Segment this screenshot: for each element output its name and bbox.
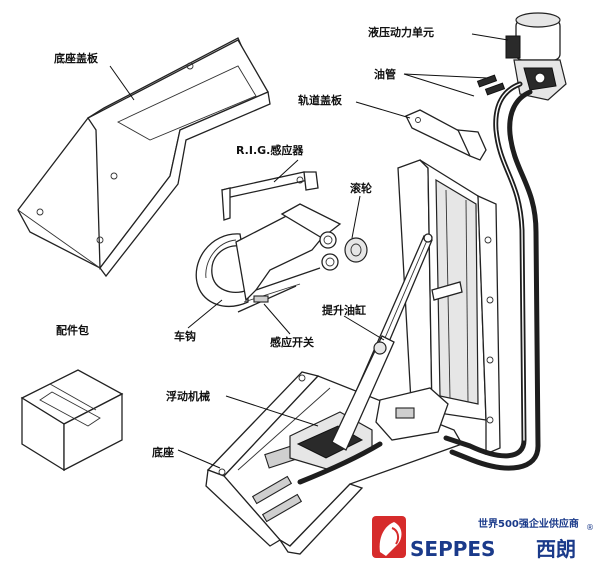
hook-assembly — [195, 203, 342, 307]
label-floating-mech: 浮动机械 — [166, 389, 210, 403]
label-roller: 滚轮 — [350, 181, 372, 195]
lion-logo-icon — [372, 516, 406, 558]
roller — [344, 237, 368, 263]
oil-pipes — [297, 74, 541, 485]
label-hydraulic-unit: 液压动力单元 — [368, 25, 434, 39]
label-rail-cover: 轨道盖板 — [298, 93, 343, 107]
brand-tagline: 世界500强企业供应商 — [478, 517, 579, 530]
registered-mark: ® — [586, 523, 594, 532]
parts-kit-box — [20, 369, 124, 472]
brand-block: 世界500强企业供应商 SEPPES 西朗 ® — [372, 516, 594, 561]
brand-name-cn: 西朗 — [536, 537, 576, 561]
label-hook: 车钩 — [174, 329, 196, 343]
label-base-cover: 底座盖板 — [54, 51, 99, 65]
label-lift-cylinder: 提升油缸 — [322, 303, 366, 317]
rig-sensor — [221, 171, 319, 221]
hydraulic-power-unit — [505, 12, 567, 101]
leader-lines — [109, 33, 509, 469]
label-sensor-switch: 感应开关 — [270, 335, 314, 349]
label-oil-pipe: 油管 — [374, 67, 396, 81]
lift-cylinder — [331, 233, 463, 451]
label-parts-kit: 配件包 — [56, 323, 89, 337]
brand-name-en: SEPPES — [410, 537, 495, 561]
sensor-switch — [237, 285, 297, 313]
label-base: 底座 — [152, 445, 174, 459]
rail-cover-plate — [405, 109, 487, 161]
label-rig-sensor: R.I.G.感应器 — [236, 143, 304, 157]
base-cover-plate — [17, 37, 271, 278]
